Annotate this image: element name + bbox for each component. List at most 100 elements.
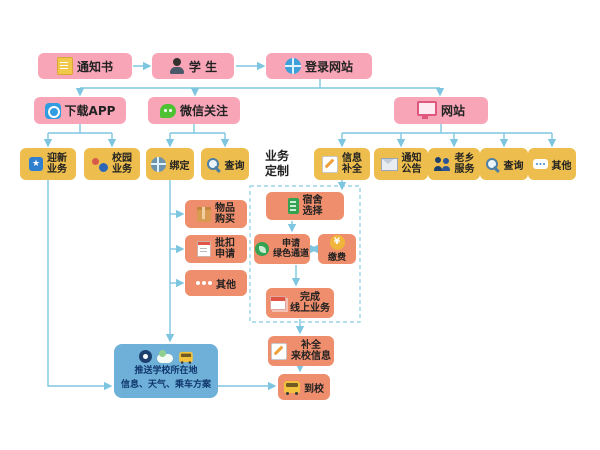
dots-icon bbox=[532, 159, 548, 169]
money-icon bbox=[329, 235, 345, 250]
leaf-icon bbox=[255, 242, 269, 256]
node-notice-letter: 通知书 bbox=[38, 53, 132, 79]
node-label: 批扣 申请 bbox=[215, 238, 235, 260]
pencil-icon bbox=[322, 155, 338, 173]
node-info-completion: 信息 补全 bbox=[314, 148, 370, 180]
node-label: 其他 bbox=[216, 279, 236, 291]
node-label: 学 生 bbox=[188, 59, 218, 74]
node-query-website: 查询 bbox=[480, 148, 528, 180]
label-line: 物品 bbox=[215, 202, 235, 214]
node-label: 申请 绿色通道 bbox=[273, 239, 309, 259]
label-line: 校园 bbox=[112, 152, 132, 164]
monitor-icon bbox=[416, 101, 437, 119]
label-line: 业务 bbox=[264, 149, 289, 163]
node-other-wechat: 其他 bbox=[185, 270, 247, 296]
node-label: 通知书 bbox=[76, 59, 113, 74]
label-line: 选择 bbox=[302, 206, 323, 217]
node-download-app: 下载APP bbox=[34, 97, 126, 124]
node-label: 下载APP bbox=[64, 104, 116, 118]
bus-icon bbox=[178, 351, 193, 364]
label-line: 业务 bbox=[47, 164, 67, 175]
push-icons-row bbox=[138, 350, 194, 364]
label-line: 补全 bbox=[342, 164, 362, 175]
label-line: 线上业务 bbox=[290, 303, 330, 314]
label-line: 公告 bbox=[401, 164, 422, 175]
node-wechat-follow: 微信关注 bbox=[148, 97, 240, 124]
node-notice-board: 通知 公告 bbox=[374, 148, 428, 180]
node-student: 学 生 bbox=[152, 53, 234, 79]
package-icon bbox=[197, 206, 211, 222]
label-line: 服务 bbox=[454, 164, 475, 175]
cards-icon bbox=[270, 296, 286, 310]
push-text-line: 推送学校所在地 bbox=[134, 366, 198, 377]
node-item-purchase: 物品 购买 bbox=[185, 200, 247, 228]
node-label: 通知 公告 bbox=[402, 153, 422, 175]
label-line: 申请 bbox=[282, 238, 301, 249]
node-label: 校园 业务 bbox=[112, 153, 132, 175]
node-query-wechat: 查询 bbox=[201, 148, 249, 180]
node-label: 物品 购买 bbox=[215, 203, 235, 225]
node-label: 宿舍 选择 bbox=[303, 195, 323, 217]
node-deduction-apply: 批扣 申请 bbox=[185, 235, 247, 263]
globe-icon bbox=[150, 156, 166, 172]
node-label: 登录网站 bbox=[304, 59, 353, 74]
locker-icon bbox=[287, 198, 299, 214]
node-hometown-service: 老乡 服务 bbox=[428, 148, 480, 180]
node-finish-online: 完成 线上业务 bbox=[266, 288, 334, 318]
label-line: 宿舍 bbox=[302, 194, 323, 206]
cloud-weather-icon bbox=[156, 350, 173, 364]
dots-icon bbox=[196, 279, 212, 287]
label-line: 绿色通道 bbox=[273, 249, 310, 259]
search-icon bbox=[206, 157, 221, 172]
node-payment: 缴费 bbox=[318, 234, 356, 264]
push-text-line: 信息、天气、乘车方案 bbox=[120, 380, 211, 390]
label-line: 补全 bbox=[301, 339, 321, 351]
badge-icon bbox=[29, 157, 43, 171]
label-business-custom: 业务 定制 bbox=[254, 149, 300, 179]
node-label: 微信关注 bbox=[179, 104, 228, 118]
label-line: 定制 bbox=[264, 164, 289, 178]
node-label: 网站 bbox=[440, 104, 465, 118]
label-line: 批扣 bbox=[215, 237, 235, 249]
node-campus-service: 校园 业务 bbox=[84, 148, 140, 180]
wechat-icon bbox=[159, 103, 176, 118]
form-icon bbox=[197, 241, 211, 257]
node-fill-arrival-info: 补全 来校信息 bbox=[268, 336, 334, 366]
search-icon bbox=[485, 157, 500, 172]
label-line: 通知 bbox=[401, 152, 422, 164]
node-other-website: 其他 bbox=[528, 148, 576, 180]
box-push-info: 推送学校所在地 信息、天气、乘车方案 bbox=[114, 344, 218, 398]
mail-icon bbox=[380, 157, 398, 171]
node-label: 查询 bbox=[224, 160, 245, 172]
label-line: 迎新 bbox=[47, 152, 67, 164]
label-line: 业务 bbox=[112, 164, 132, 175]
node-label: 绑定 bbox=[169, 160, 190, 172]
node-label: 迎新 业务 bbox=[47, 153, 67, 175]
label-line: 信息 bbox=[342, 152, 362, 164]
person-circle-icon bbox=[138, 350, 152, 364]
business-custom-dashed-group bbox=[249, 185, 361, 323]
node-label: 补全 来校信息 bbox=[291, 340, 331, 362]
node-login-website: 登录网站 bbox=[266, 53, 372, 79]
node-label: 缴费 bbox=[327, 253, 346, 263]
node-arrive-school: 到校 bbox=[278, 374, 330, 400]
pencil-icon bbox=[271, 342, 287, 360]
node-welcome-service: 迎新 业务 bbox=[20, 148, 76, 180]
node-dorm-selection: 宿舍 选择 bbox=[266, 192, 344, 220]
people-icon bbox=[433, 157, 451, 171]
node-bind: 绑定 bbox=[146, 148, 194, 180]
node-label: 到校 bbox=[304, 383, 324, 395]
node-label: 查询 bbox=[503, 160, 524, 172]
label-line: 完成 bbox=[300, 291, 320, 303]
label-line: 老乡 bbox=[454, 152, 475, 164]
globe-icon bbox=[284, 58, 301, 74]
node-label: 完成 线上业务 bbox=[290, 292, 330, 314]
app-icon bbox=[44, 102, 61, 119]
label-line: 购买 bbox=[215, 214, 235, 225]
campus-icon bbox=[92, 157, 108, 172]
node-green-channel: 申请 绿色通道 bbox=[254, 234, 310, 264]
label-line: 来校信息 bbox=[291, 351, 331, 362]
node-website: 网站 bbox=[394, 97, 488, 124]
